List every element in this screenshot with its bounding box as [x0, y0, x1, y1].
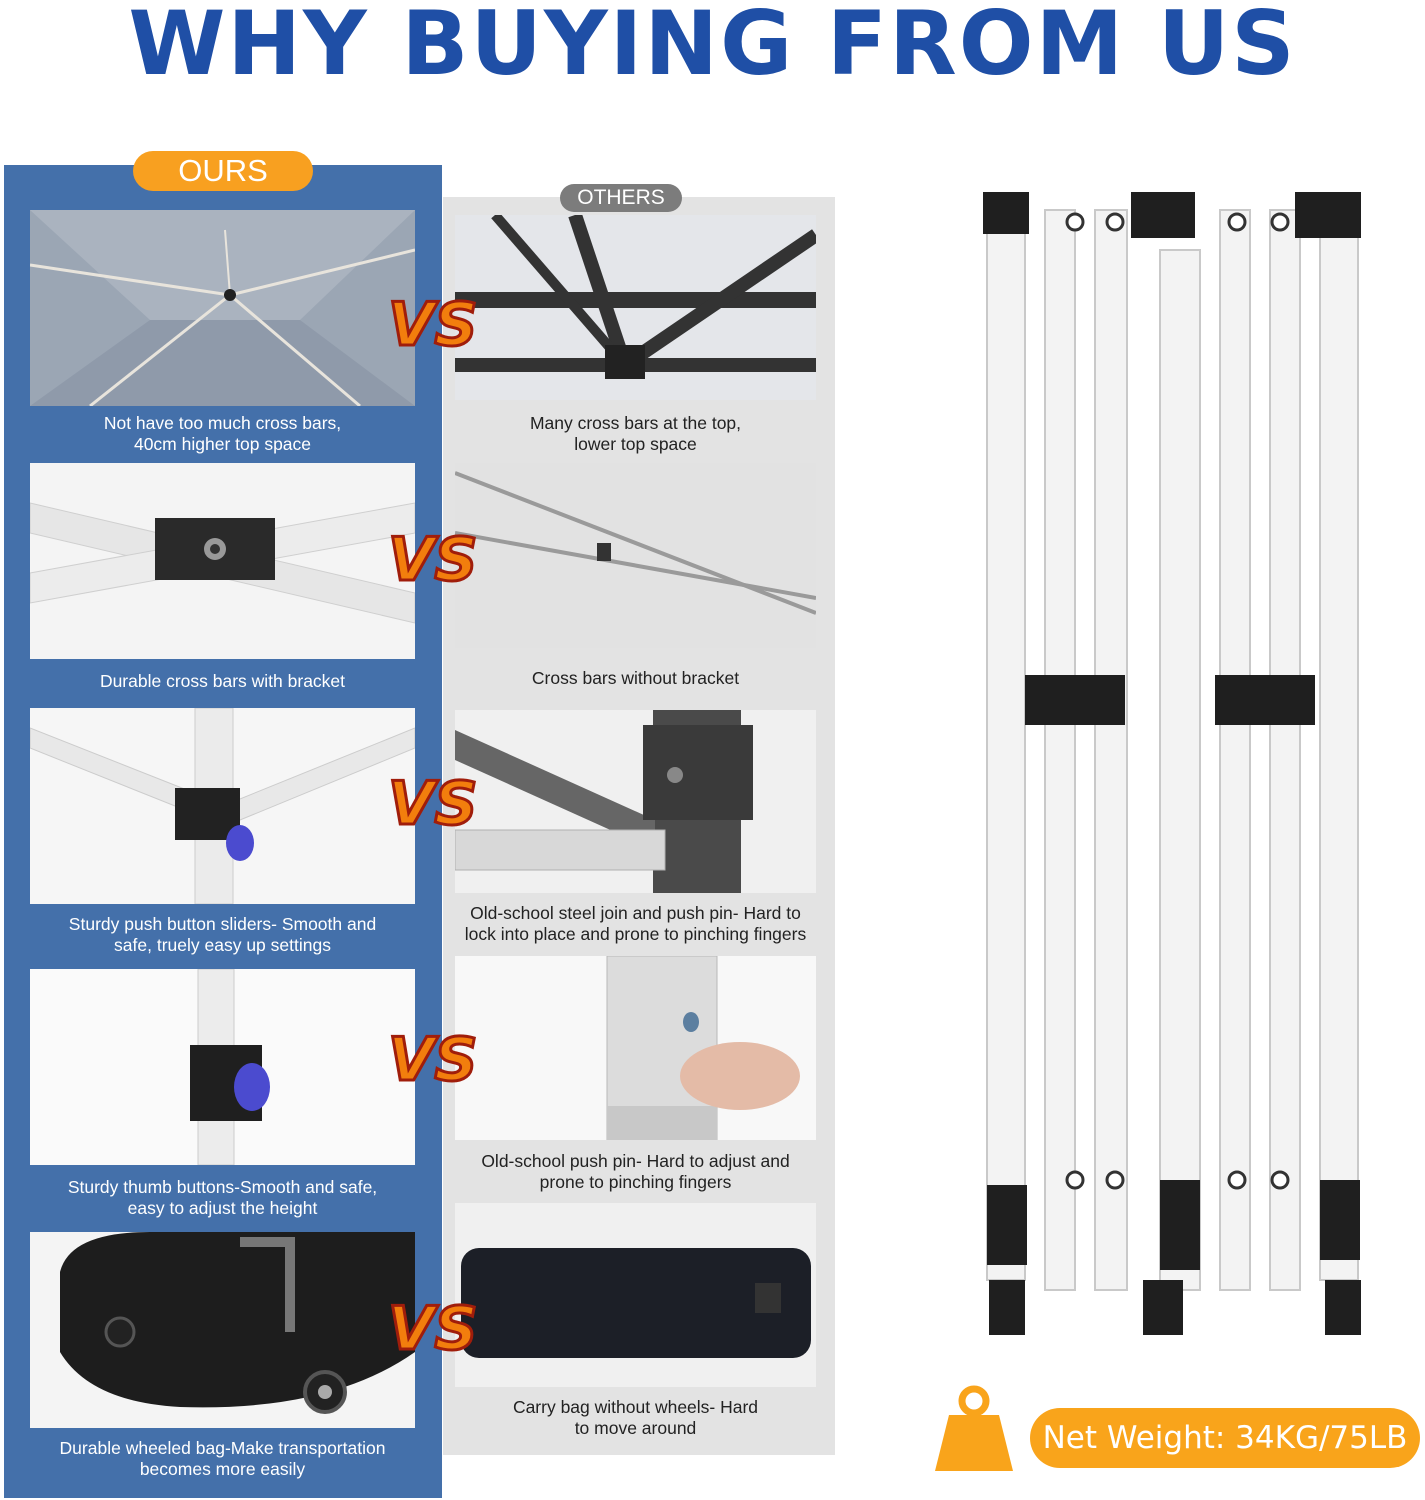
ours-photo-bracket [30, 463, 415, 659]
ours-caption-4: Sturdy thumb buttons-Smooth and safe, ea… [67, 1177, 378, 1218]
ours-caption-2: Durable cross bars with bracket [99, 671, 346, 691]
others-caption-3: Old-school steel join and push pin- Hard… [464, 903, 807, 944]
others-caption-2: Cross bars without bracket [531, 668, 740, 688]
others-photo-steel-join [455, 710, 816, 893]
net-weight-label: Net Weight: 34KG/75LB [1030, 1408, 1420, 1468]
vs-icon: VS [387, 768, 480, 841]
ours-photo-wheeled-bag [30, 1232, 415, 1428]
vs-icon: VS [387, 1293, 480, 1366]
weight-icon [935, 1385, 1013, 1471]
folded-canopy-frame [983, 192, 1361, 1335]
svg-text:VS: VS [388, 290, 478, 360]
others-photo-cross-bars-top [455, 215, 816, 400]
ours-caption-1: Not have too much cross bars, 40cm highe… [103, 413, 342, 454]
svg-text:VS: VS [388, 769, 478, 839]
ours-photo-canopy-top [30, 210, 415, 406]
ours-photo-thumb-button [30, 969, 415, 1165]
vs-icon: VS [387, 1024, 480, 1097]
vs-icon: VS [387, 289, 480, 362]
svg-text:VS: VS [388, 1294, 478, 1364]
others-caption-4: Old-school push pin- Hard to adjust and … [481, 1151, 790, 1192]
ours-caption-5: Durable wheeled bag-Make transportation … [59, 1438, 386, 1479]
ours-photo-push-button-slider [30, 708, 415, 904]
others-caption-5: Carry bag without wheels- Hard to move a… [512, 1397, 759, 1438]
others-badge: OTHERS [560, 184, 682, 212]
others-photo-carry-bag [455, 1203, 816, 1387]
ours-caption-3: Sturdy push button sliders- Smooth and s… [68, 914, 377, 955]
others-photo-push-pin [455, 956, 816, 1140]
page-title: WHY BUYING FROM US [128, 0, 1297, 95]
others-photo-no-bracket [455, 463, 816, 648]
others-caption-1: Many cross bars at the top, lower top sp… [529, 413, 742, 454]
svg-text:VS: VS [388, 525, 478, 595]
ours-badge: OURS [133, 151, 313, 191]
svg-text:VS: VS [388, 1025, 478, 1095]
vs-icon: VS [387, 524, 480, 597]
